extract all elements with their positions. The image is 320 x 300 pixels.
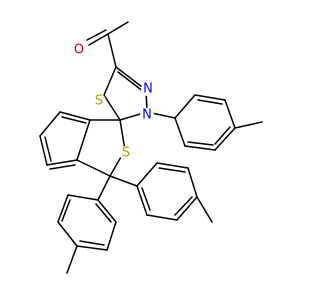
molecule-structure: O S N N S xyxy=(39,21,263,274)
nitrogen-label: N xyxy=(143,82,153,97)
bond xyxy=(107,33,117,68)
bond xyxy=(61,199,71,222)
bond xyxy=(174,94,196,119)
nitrogen-atom-4: N xyxy=(140,108,154,123)
bond xyxy=(174,117,186,147)
bond xyxy=(117,71,145,93)
bond xyxy=(158,167,186,173)
bond xyxy=(184,145,216,151)
bond xyxy=(197,99,223,105)
bond xyxy=(174,196,193,216)
bond xyxy=(44,136,52,162)
bond xyxy=(57,194,69,223)
bond xyxy=(39,135,48,166)
bond xyxy=(196,196,213,223)
bond xyxy=(88,33,109,46)
bond xyxy=(103,94,121,121)
nitrogen-label: N xyxy=(142,108,152,123)
bond xyxy=(234,121,263,129)
sulfur-atom-thiadiazoline: S xyxy=(92,94,106,109)
bond xyxy=(109,175,138,187)
bond xyxy=(103,66,117,96)
sulfur-label: S xyxy=(122,146,130,161)
bond xyxy=(119,119,126,151)
bond xyxy=(76,119,91,161)
bond xyxy=(59,111,91,121)
bond xyxy=(67,194,99,201)
bond xyxy=(187,167,198,198)
nitrogen-atom-3: N xyxy=(141,82,155,97)
bond xyxy=(214,127,236,151)
bond xyxy=(49,164,76,170)
bond xyxy=(95,203,112,223)
bond xyxy=(214,126,231,145)
bond xyxy=(141,187,151,211)
bond xyxy=(224,99,236,129)
bond xyxy=(97,199,117,223)
bond xyxy=(156,162,189,169)
bond xyxy=(66,245,78,274)
bond xyxy=(97,175,111,201)
bond xyxy=(115,66,147,91)
bond xyxy=(106,221,117,251)
atom-labels: O S N N S xyxy=(72,43,155,161)
bond xyxy=(76,245,108,251)
oxygen-atom: O xyxy=(72,43,86,58)
bond xyxy=(107,21,129,35)
bond xyxy=(136,162,158,187)
sulfur-atom-isothiophene: S xyxy=(119,146,133,161)
oxygen-label: O xyxy=(74,43,84,58)
bond xyxy=(76,159,111,177)
bond xyxy=(136,185,148,216)
bond xyxy=(146,214,178,221)
bond xyxy=(39,111,61,137)
bond xyxy=(194,94,226,101)
bond xyxy=(86,29,107,41)
bond xyxy=(79,240,105,246)
bond xyxy=(187,141,214,146)
bond xyxy=(46,159,78,166)
bond xyxy=(57,221,78,247)
bond xyxy=(61,116,87,124)
bond xyxy=(176,196,198,221)
bonds xyxy=(39,21,263,274)
sulfur-label: S xyxy=(95,94,103,109)
